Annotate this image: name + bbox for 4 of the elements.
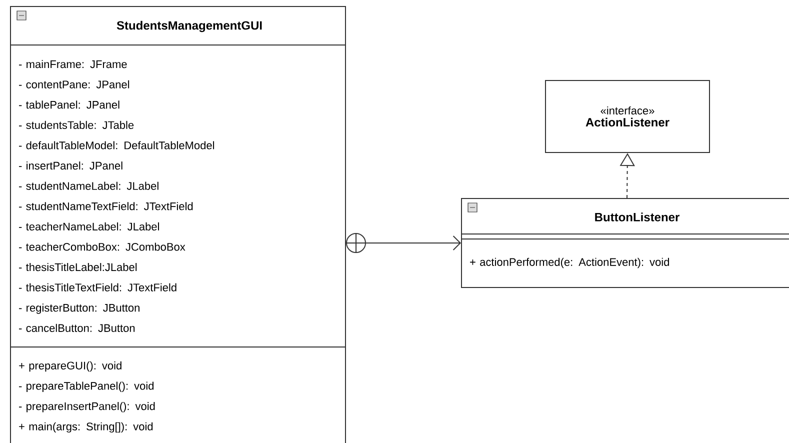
nesting-arrow <box>346 232 461 254</box>
interface-box: «interface» ActionListener <box>545 80 710 153</box>
class-box: ButtonListener + actionPerformed(e: ActionEvent): void <box>460 198 789 288</box>
class-box: StudentsManagementGUI - mainFrame: JFrame - contentPane: JPanel - tablePanel: JPanel - studentsTable: JTable - defaultTableModel: DefaultTableModel - insertPanel: JPanel - studentNameLabel: JLabel - studentNameTextField: JTextField - teacherNameLabel: JLabel - teacherComboBox: JComboBox - thesisTitleLabel:JLabel - thesisTitleTextField: JTextField - registerButton: JButton - cancelButton: JButton + prepareGUI(): void - prepareTablePanel(): void - prepareInsertPanel(): void + main(args: String[]): void <box>10 6 346 443</box>
